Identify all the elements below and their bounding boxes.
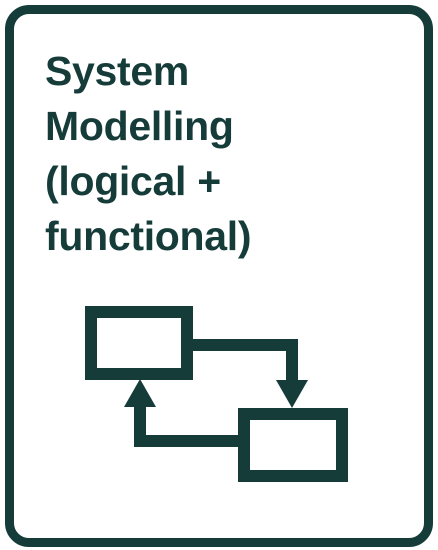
title-line-2: Modelling bbox=[45, 103, 234, 149]
system-modelling-card[interactable]: System Modelling (logical + functional) bbox=[5, 5, 433, 547]
title-line-4: functional) bbox=[45, 213, 252, 259]
title-line-1: System bbox=[45, 48, 190, 94]
card-title: System Modelling (logical + functional) bbox=[45, 44, 252, 264]
diagram-box-bottom bbox=[238, 408, 348, 482]
title-line-3: (logical + bbox=[45, 158, 221, 204]
arrowhead-up-icon bbox=[124, 379, 156, 407]
diagram-box-top bbox=[85, 306, 193, 380]
diagram-connector-down bbox=[187, 339, 298, 382]
arrowhead-down-icon bbox=[276, 380, 308, 408]
diagram-connector-up bbox=[134, 405, 244, 447]
